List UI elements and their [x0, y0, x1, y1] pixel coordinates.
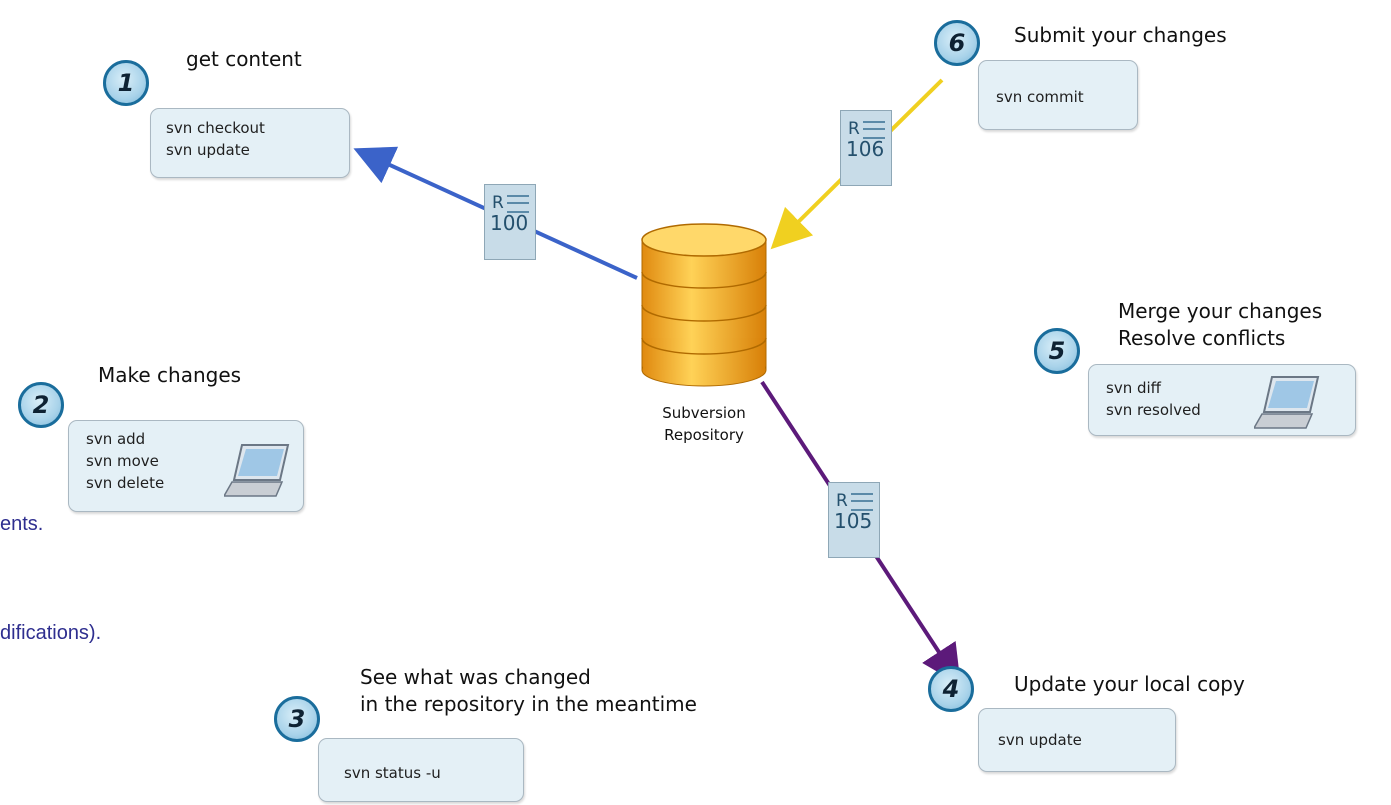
step5-title: Merge your changes Resolve conflicts — [1118, 299, 1323, 350]
laptop-icon — [1254, 376, 1320, 429]
list-lines-icon — [851, 493, 873, 511]
step6-title: Submit your changes — [1014, 23, 1227, 47]
list-lines-icon — [863, 121, 885, 139]
revision-tag-106: R 106 — [840, 110, 892, 186]
step1-title: get content — [186, 47, 302, 71]
step4-command-box — [978, 708, 1176, 772]
step5-command: svn resolved — [1106, 401, 1201, 419]
revision-tag-100: R 100 — [484, 184, 536, 260]
step5-number-badge: 5 — [1034, 328, 1080, 374]
list-lines-icon — [507, 195, 529, 213]
step3-title: See what was changed in the repository i… — [360, 665, 697, 716]
step1-number-badge: 1 — [103, 60, 149, 106]
background-text-fragment: ents. — [0, 513, 44, 535]
step2-number-badge: 2 — [18, 382, 64, 428]
step3-command: svn status -u — [344, 764, 441, 782]
step3-command-box — [318, 738, 524, 802]
step2-command: svn move — [86, 452, 159, 470]
repository-label: Subversion Repository — [662, 404, 746, 444]
step4-command: svn update — [998, 731, 1082, 749]
repository-cylinder-icon — [641, 223, 767, 387]
step6-command: svn commit — [996, 88, 1084, 106]
step2-command: svn add — [86, 430, 146, 448]
step4-title: Update your local copy — [1014, 672, 1245, 696]
step6-command-box — [978, 60, 1138, 130]
revision-tag-105: R 105 — [828, 482, 880, 558]
step2-command: svn delete — [86, 474, 165, 492]
step1-command: svn checkout — [166, 119, 265, 137]
step2-title: Make changes — [98, 363, 242, 387]
background-text-fragment: difications). — [0, 622, 102, 644]
laptop-icon — [224, 444, 290, 497]
step3-number-badge: 3 — [274, 696, 320, 742]
step6-number-badge: 6 — [934, 20, 980, 66]
step4-number-badge: 4 — [928, 666, 974, 712]
step5-command: svn diff — [1106, 379, 1161, 397]
step1-command: svn update — [166, 141, 250, 159]
step1-command-box — [150, 108, 350, 178]
